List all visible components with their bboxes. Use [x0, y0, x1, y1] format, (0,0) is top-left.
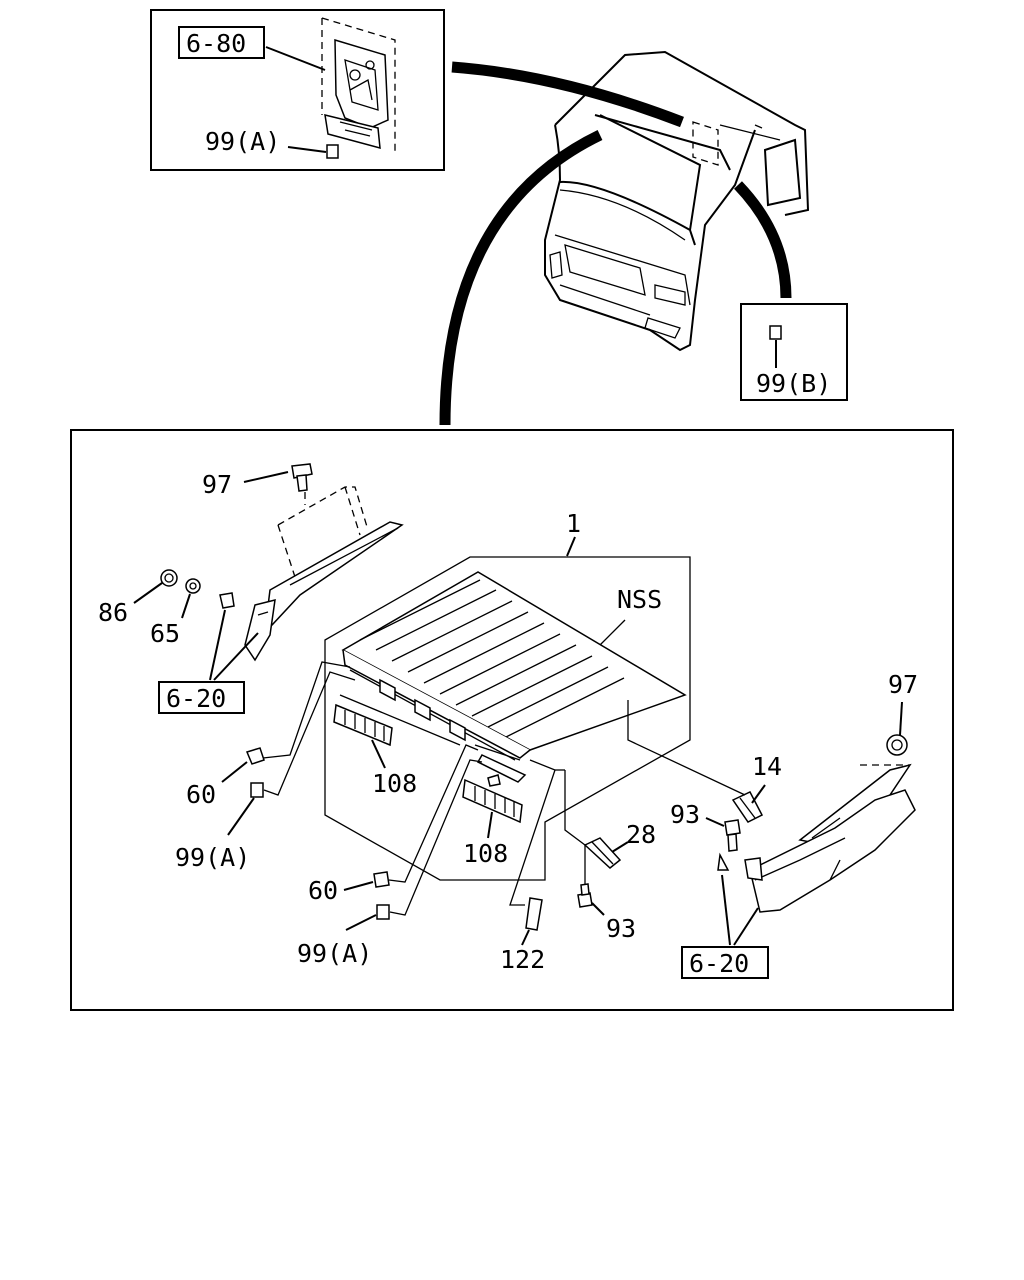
part-97-right-label: 97 [888, 670, 918, 699]
bolt-93-b [577, 845, 605, 916]
ref-box-6-20-right[interactable] [681, 946, 769, 979]
bolt-97-left [243, 463, 313, 505]
part-99a-top-label: 99(A) [205, 127, 280, 156]
inset-6-80: 6-80 99(A) [150, 9, 445, 171]
part-86-label: 86 [98, 598, 128, 627]
part-28-label: 28 [626, 820, 656, 849]
truck-cab [544, 50, 810, 352]
roof-rail-right [717, 763, 916, 946]
clip-strip-108-b [462, 774, 523, 839]
part-65-label: 65 [150, 619, 180, 648]
inset-99b: 99(B) [740, 303, 848, 401]
bracket-part [321, 17, 396, 155]
bolt-97-right [886, 701, 908, 756]
part-108-b-label: 108 [463, 839, 508, 868]
washer-65 [181, 578, 201, 619]
clip-99a-top[interactable] [326, 144, 339, 159]
strip-122 [509, 759, 556, 946]
part-108-a-label: 108 [372, 769, 417, 798]
part-60-a-label: 60 [186, 780, 216, 809]
bracket-28 [555, 769, 629, 869]
clip-99a-left [227, 671, 356, 836]
bracket-14 [627, 700, 766, 823]
ref-box-6-20-left[interactable] [158, 681, 245, 714]
part-99a-bottom-label: 99(A) [297, 939, 372, 968]
leader-6-80 [265, 46, 326, 71]
cap-60-a [221, 661, 351, 783]
part-14-label: 14 [752, 752, 782, 781]
arc-to-inset-99b [734, 181, 792, 299]
clip-99a-bottom [345, 759, 483, 931]
part-122-label: 122 [500, 945, 545, 974]
roof-panel [339, 571, 687, 783]
ref-6-80-label: 6-80 [186, 29, 246, 58]
leader-6-20-left-b [213, 632, 259, 681]
part-99b-label: 99(B) [756, 369, 831, 398]
ref-6-20-left-label: 6-20 [166, 684, 226, 713]
arc-to-main-box [439, 130, 603, 426]
clip-99b[interactable] [769, 325, 782, 340]
part-1-label: 1 [566, 509, 581, 538]
roof-panel-callout [324, 536, 691, 881]
leader-6-20-left-a [209, 609, 226, 681]
cap-60-b [343, 744, 479, 891]
clip-strip-108-a [333, 703, 393, 769]
bolt-93-a [705, 817, 741, 852]
leader-99a-top [287, 146, 327, 153]
part-60-b-label: 60 [308, 876, 338, 905]
washer-86 [133, 569, 178, 604]
ref-box-6-80[interactable] [178, 26, 265, 59]
part-97-left-label: 97 [202, 470, 232, 499]
nss-label: NSS [617, 585, 662, 614]
part-99a-left-label: 99(A) [175, 843, 250, 872]
part-93-b-label: 93 [606, 914, 636, 943]
roof-rail-left [244, 486, 404, 662]
part-93-a-label: 93 [670, 800, 700, 829]
clip-left-rail [219, 592, 235, 609]
ref-6-20-right-label: 6-20 [689, 949, 749, 978]
arc-to-inset-6-80 [451, 61, 684, 128]
